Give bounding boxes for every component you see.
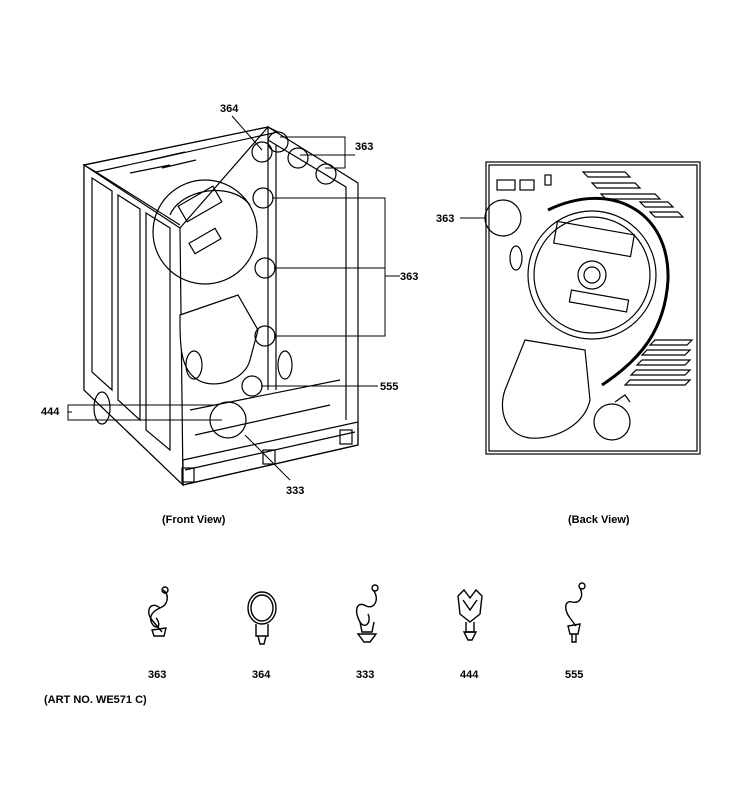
wire-clip-small-icon — [565, 582, 586, 643]
back-callout-363: 363 — [436, 213, 454, 225]
front-leader-lines — [67, 115, 400, 481]
back-view-caption: (Back View) — [568, 514, 630, 526]
part-label-363: 363 — [148, 669, 166, 681]
part-label-555: 555 — [565, 669, 583, 681]
callout-333: 333 — [286, 485, 304, 497]
art-number: (ART NO. WE571 C) — [44, 694, 147, 706]
wire-clip-open-loop-icon — [355, 584, 379, 643]
front-view-cabinet — [82, 125, 359, 487]
back-view-panel — [485, 161, 701, 455]
part-label-333: 333 — [356, 669, 374, 681]
front-view-caption: (Front View) — [162, 514, 226, 526]
wire-clip-double-loop-icon — [148, 586, 169, 637]
callout-363-right: 363 — [400, 271, 418, 283]
callout-363-top: 363 — [355, 141, 373, 153]
callout-555: 555 — [380, 381, 398, 393]
part-label-364: 364 — [252, 669, 271, 681]
callout-364: 364 — [220, 103, 239, 115]
part-label-444: 444 — [460, 669, 479, 681]
tulip-clip-icon — [457, 588, 483, 641]
callout-444: 444 — [41, 406, 60, 418]
ring-clip-icon — [247, 591, 277, 645]
